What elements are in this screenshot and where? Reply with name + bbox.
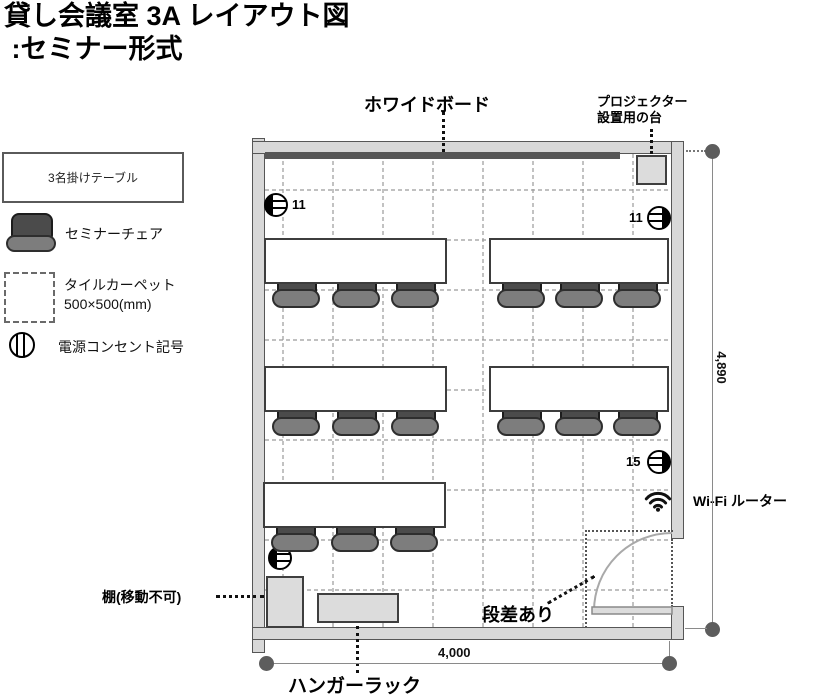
legend-carpet-swatch (4, 272, 55, 323)
dim-dot (705, 622, 720, 637)
whiteboard (265, 152, 620, 159)
table-row1-right (489, 238, 669, 308)
dim-extension-bottom-right (685, 628, 707, 629)
outlet-number: 11 (629, 210, 643, 225)
projector-label: プロジェクター設置用の台 (597, 94, 687, 126)
page-title: 貸し会議室 3A レイアウト図 :セミナー形式 (4, 0, 350, 66)
projector-label-line2: 設置用の台 (597, 110, 663, 125)
wall-right (671, 141, 684, 539)
legend-carpet-line2: 500×500(mm) (64, 296, 152, 312)
door-jamb (671, 606, 684, 640)
wifi-router-label: Wi-Fi ルーター (693, 493, 787, 509)
dim-extension-top-right (686, 150, 706, 152)
table-row2-left (264, 366, 447, 436)
table-surface (264, 366, 447, 412)
table-surface (489, 238, 669, 284)
seminar-chair-icon (391, 276, 439, 308)
projector-label-line1: プロジェクター (597, 94, 688, 109)
legend-table-swatch: 3名掛けテーブル (2, 152, 184, 203)
hanger-rack (317, 593, 399, 623)
dim-height-value: 4,890 (713, 351, 729, 384)
legend-outlet-label: 電源コンセント記号 (58, 339, 184, 355)
table-surface (264, 238, 447, 284)
outlet-number: 15 (626, 454, 641, 469)
dim-dot (259, 656, 274, 671)
legend-carpet-label: タイルカーペット 500×500(mm) (64, 276, 176, 314)
whiteboard-label: ホワイドボード (364, 95, 490, 115)
dim-line-width (266, 663, 669, 664)
hanger-leader (356, 626, 359, 673)
step-label: 段差あり (482, 605, 554, 625)
table-row3-left (263, 482, 446, 552)
dim-dot (705, 144, 720, 159)
table-row2-right (489, 366, 669, 436)
table-surface (489, 366, 669, 412)
door-opening-dotted (671, 539, 673, 607)
power-outlet-icon (647, 450, 671, 474)
legend-table-label: 3名掛けテーブル (48, 171, 138, 185)
legend-chair-label: セミナーチェア (65, 226, 163, 242)
shelf (266, 576, 304, 628)
door-area-dotted-left (585, 530, 587, 628)
title-line2: :セミナー形式 (4, 34, 183, 64)
projector-leader (650, 129, 653, 154)
shelf-leader (216, 595, 264, 598)
dim-width-value: 4,000 (438, 645, 471, 660)
dim-line-height (712, 151, 713, 629)
power-outlet-icon (264, 193, 288, 217)
table-surface (263, 482, 446, 528)
legend-chair-swatch (6, 213, 56, 255)
power-outlet-icon (647, 206, 671, 230)
door-swing (591, 532, 673, 615)
legend-carpet-line1: タイルカーペット (64, 277, 176, 293)
dim-dot (662, 656, 677, 671)
whiteboard-leader (442, 112, 445, 152)
chair-icon (6, 213, 56, 252)
dim-extension-bottom (669, 641, 670, 657)
power-outlet-icon (9, 332, 35, 358)
title-line1: 貸し会議室 3A レイアウト図 (4, 1, 350, 31)
door-area-dotted-top (585, 530, 673, 532)
projector-stand (636, 155, 667, 185)
hanger-rack-label: ハンガーラック (288, 676, 422, 697)
outlet-number: 11 (292, 197, 306, 212)
wifi-icon (644, 491, 672, 512)
table-row1-left (264, 238, 447, 308)
shelf-label: 棚(移動不可) (102, 589, 182, 605)
seminar-chair-icon (555, 404, 603, 436)
